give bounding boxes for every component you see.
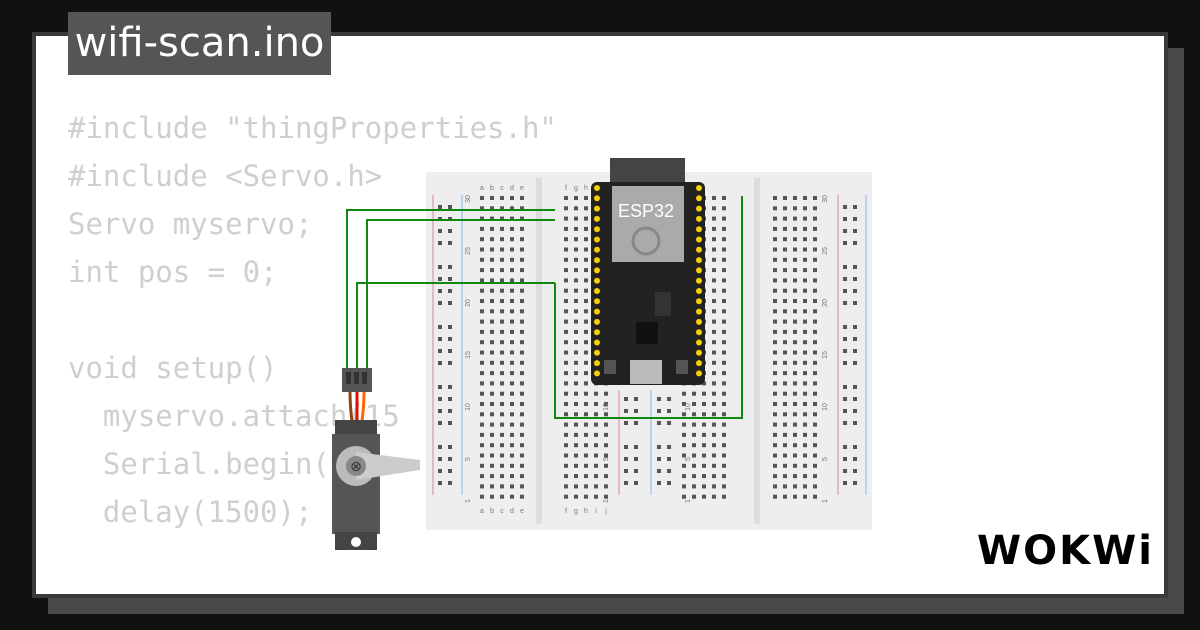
espressif-logo-icon: [631, 226, 661, 256]
code-line: initProperties();: [68, 584, 557, 594]
breadboard-label: 1: [465, 499, 472, 503]
breadboard-label: b: [490, 185, 494, 192]
breadboard-label: 1: [685, 499, 692, 503]
esp32-regulator: [655, 292, 671, 316]
breadboard-label: f: [565, 185, 567, 192]
breadboard-label: 1: [822, 499, 829, 503]
breadboard-label: c: [500, 185, 504, 192]
servo-motor[interactable]: ⊗: [332, 368, 420, 550]
esp32-usb-port[interactable]: [630, 360, 662, 384]
breadboard-label: 25: [822, 247, 829, 255]
breadboard-label: d: [510, 508, 514, 515]
breadboard-label: 1: [603, 499, 610, 503]
breadboard-label: a: [480, 508, 484, 515]
esp32-boot-button[interactable]: [676, 360, 688, 374]
breadboard-label: e: [520, 508, 524, 515]
breadboard-label: 30: [465, 195, 472, 203]
breadboard-label: i: [595, 508, 597, 515]
code-line: int pos = 0;: [68, 255, 278, 289]
wire-gnd: [356, 282, 555, 368]
breadboard-label: h: [584, 185, 588, 192]
wire-signal: [346, 209, 555, 368]
code-line: #include <Servo.h>: [68, 159, 383, 193]
code-line: Servo myservo;: [68, 207, 313, 241]
breadboard-left-channel: [536, 178, 542, 524]
breadboard-label: a: [480, 185, 484, 192]
breadboard-label: g: [574, 508, 578, 515]
esp32-usb-chip: [636, 322, 658, 344]
breadboard-label: 15: [465, 351, 472, 359]
breadboard-label: 10: [603, 403, 610, 411]
esp32-module: [612, 186, 684, 262]
breadboard-label: 30: [822, 195, 829, 203]
breadboard-label: 10: [685, 403, 692, 411]
breadboard-label: 10: [822, 403, 829, 411]
breadboard-label: 10: [465, 403, 472, 411]
breadboard-label: 20: [822, 299, 829, 307]
esp32-board[interactable]: ESP32: [591, 158, 705, 385]
breadboard-label: f: [565, 508, 567, 515]
servo-top-tab: [335, 420, 377, 436]
breadboard-label: e: [520, 185, 524, 192]
esp32-pins: [594, 185, 702, 377]
breadboard-label: g: [574, 185, 578, 192]
breadboard-label: j: [604, 508, 607, 515]
breadboard-label: 5: [603, 457, 610, 461]
breadboard-label: b: [490, 508, 494, 515]
wire-vcc: [366, 219, 555, 368]
breadboard-label: 15: [822, 351, 829, 359]
esp32-en-button[interactable]: [604, 360, 616, 374]
esp32-label: ESP32: [618, 201, 674, 221]
wokwi-logo: WOKWi: [977, 528, 1154, 574]
servo-horn[interactable]: [356, 452, 420, 480]
servo-screw-icon: ⊗: [350, 459, 362, 475]
wires: [346, 196, 743, 419]
code-line: delay(1500);: [68, 495, 313, 529]
code-preview: #include "thingProperties.h" #include <Se…: [68, 104, 557, 594]
wire-ground-return: [554, 196, 743, 419]
breadboard-label: c: [500, 508, 504, 515]
breadboard-label: 20: [465, 299, 472, 307]
breadboard-label: d: [510, 185, 514, 192]
code-line: #include "thingProperties.h": [68, 111, 557, 145]
breadboard-right-channel: [754, 178, 760, 524]
breadboard-label: 5: [822, 457, 829, 461]
breadboard-label: 5: [685, 457, 692, 461]
breadboard-label: h: [584, 508, 588, 515]
code-line: void setup(): [68, 351, 278, 385]
breadboard-label: 25: [465, 247, 472, 255]
breadboard-label: 5: [465, 457, 472, 461]
project-title: wifi-scan.ino: [68, 12, 331, 75]
